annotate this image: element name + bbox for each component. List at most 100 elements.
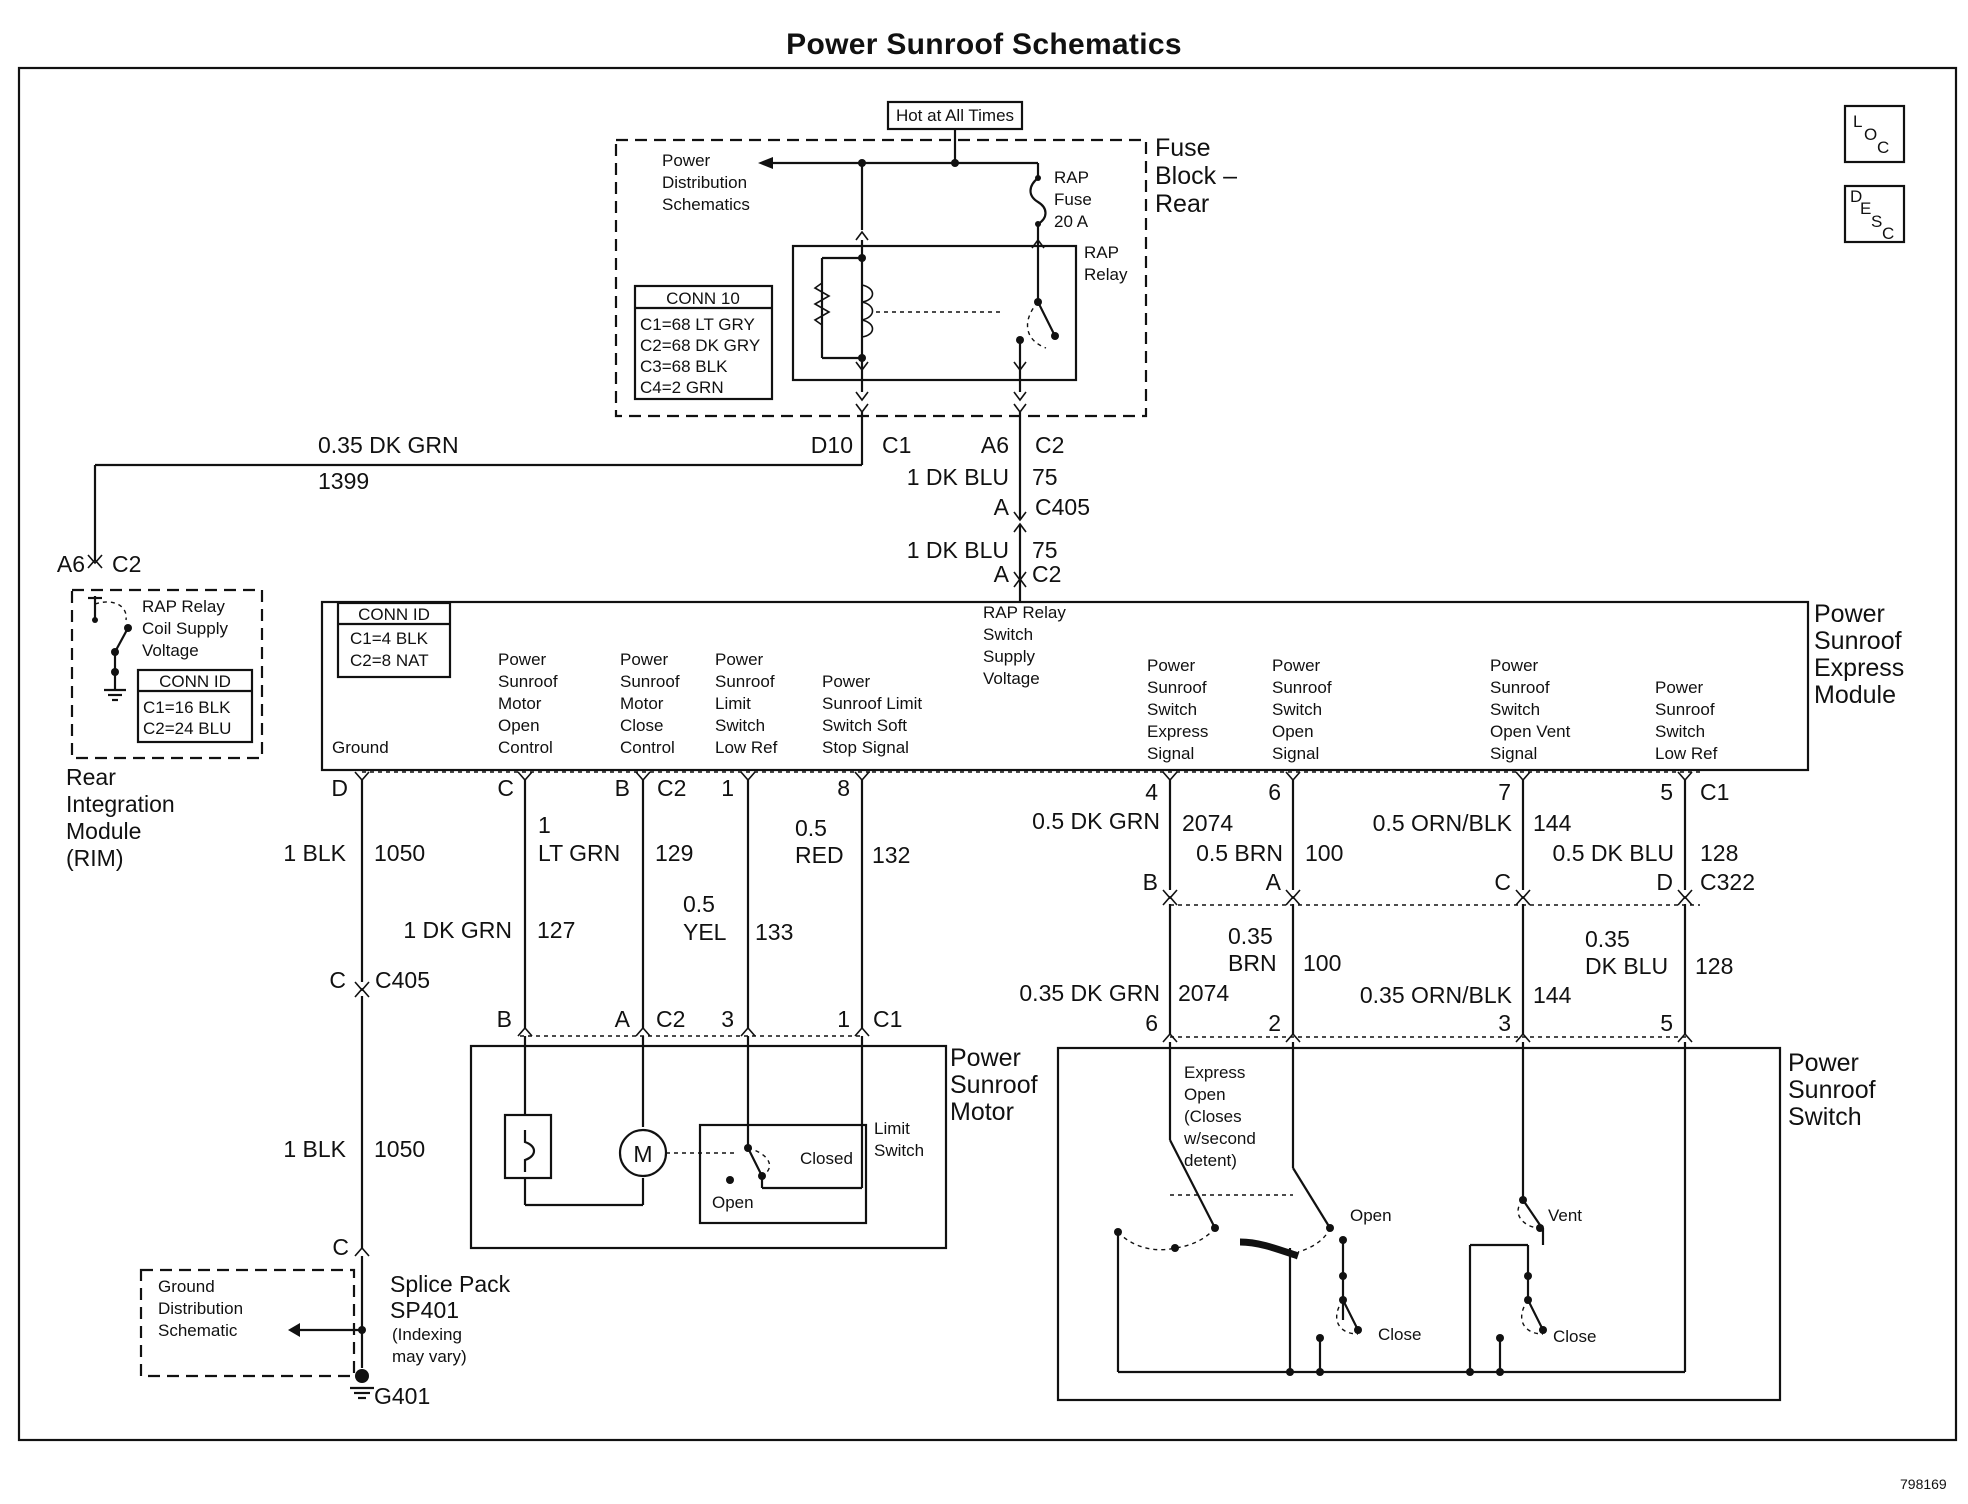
svg-text:0.35: 0.35 [1585,926,1630,952]
power-distribution-label: Power Distribution Schematics [662,151,752,214]
svg-text:A: A [615,1006,631,1032]
svg-text:RAP Relay Switch Suppl: RAP Relay Switch Supply Voltage [983,603,1071,688]
svg-text:128: 128 [1700,840,1738,866]
g401-label: G401 [374,1383,430,1409]
svg-text:0.5: 0.5 [795,815,827,841]
svg-text:1050: 1050 [374,1136,425,1162]
svg-text:YEL: YEL [683,919,727,945]
svg-text:Power Sunroof Switch: Power Sunroof Switch Open Signal [1272,656,1336,763]
svg-text:75: 75 [1032,537,1058,563]
svg-text:D10: D10 [811,432,853,458]
svg-text:0.5 DK BLU: 0.5 DK BLU [1553,840,1674,866]
svg-text:C2: C2 [112,551,141,577]
svg-text:A6: A6 [57,551,85,577]
svg-text:C405: C405 [1035,494,1090,520]
svg-text:0.5 DK GRN: 0.5 DK GRN [1032,808,1160,834]
svg-text:75: 75 [1032,464,1058,490]
svg-text:CONN ID: CONN ID [358,605,430,624]
wire-lines [360,780,1687,1248]
svg-text:A: A [994,561,1010,587]
svg-text:S: S [1871,212,1882,231]
svg-text:C1=16 BLK C2=24 BLU: C1=16 BLK C2=24 BLU [143,698,235,738]
rap-relay-label: RAP Relay [1084,243,1128,284]
rim-outline [70,588,264,760]
sunroof-switch-box [1056,1046,1782,1402]
svg-text:Close: Close [1378,1325,1421,1344]
svg-text:127: 127 [537,917,575,943]
fuse-block-outline [614,138,1148,418]
wire-1399: 1399 [318,468,369,494]
svg-text:RED: RED [795,842,844,868]
conn10-rows: C1=68 LT GRY C2=68 DK GRY C3=68 BLK C4=2… [640,315,765,397]
sunroof-switch-name: Power Sunroof Switch [1788,1049,1883,1131]
svg-text:B: B [497,1006,512,1032]
loc-icon[interactable]: L O C [1843,104,1906,164]
svg-text:8: 8 [837,775,850,801]
svg-text:C1: C1 [873,1006,902,1032]
ground-distribution-outline [139,1268,356,1378]
page-title: Power Sunroof Schematics [786,28,1182,61]
svg-text:C: C [1882,224,1894,243]
limit-switch-label: Limit Switch [874,1119,924,1160]
express-open-label: Express Open (Closes w/second detent) [1183,1063,1261,1170]
svg-text:0.5: 0.5 [683,891,715,917]
fuse-icon [1029,177,1047,225]
svg-text:LT GRN: LT GRN [538,840,620,866]
svg-text:100: 100 [1303,950,1341,976]
svg-text:CONN 10: CONN 10 [666,289,740,308]
svg-text:Power Sunroof Limit: Power Sunroof Limit Switch Low Ref [715,650,779,757]
svg-text:1050: 1050 [374,840,425,866]
figure-code: 798169 [1900,1476,1947,1492]
svg-text:O: O [1864,125,1877,144]
svg-text:2: 2 [1268,1010,1281,1036]
svg-text:144: 144 [1533,982,1572,1008]
svg-text:129: 129 [655,840,693,866]
svg-text:E: E [1860,199,1871,218]
svg-text:1: 1 [837,1006,850,1032]
desc-icon[interactable]: D E S C [1843,184,1906,244]
svg-text:6: 6 [1145,1010,1158,1036]
rap-relay-box [791,244,1078,382]
svg-text:1 DK BLU: 1 DK BLU [907,537,1009,563]
rim-relay-label: RAP Relay Coil Supply Voltage [142,597,233,660]
svg-text:C322: C322 [1700,869,1755,895]
svg-text:C: C [329,967,346,993]
svg-text:0.35: 0.35 [1228,923,1273,949]
svg-text:5: 5 [1660,779,1673,805]
svg-text:0.35 ORN/BLK: 0.35 ORN/BLK [1360,982,1513,1008]
svg-text:A: A [1266,869,1282,895]
sunroof-motor-name: Power Sunroof Motor [950,1044,1045,1126]
svg-text:1 BLK: 1 BLK [283,1136,346,1162]
limit-switch-box [698,1123,868,1225]
svg-text:Power Sunroof Motor: Power Sunroof Motor Open Control [498,650,562,757]
arrow-left-icon [288,1323,300,1337]
svg-text:C: C [497,775,514,801]
svg-text:2074: 2074 [1178,980,1229,1006]
svg-text:Power Sunroof Switch: Power Sunroof Switch Low Ref [1655,678,1719,763]
svg-text:B: B [615,775,630,801]
svg-text:BRN: BRN [1228,950,1277,976]
conn10-table [633,284,774,401]
svg-text:1 DK BLU: 1 DK BLU [907,464,1009,490]
svg-text:C1=4 BLK C2=8 NAT: C1=4 BLK C2=8 NAT [350,629,433,670]
circuit-breaker-box [503,1113,553,1180]
svg-text:C: C [332,1234,349,1260]
svg-text:5: 5 [1660,1010,1673,1036]
svg-text:C: C [1877,138,1889,157]
svg-text:0.5 BRN: 0.5 BRN [1196,840,1283,866]
rim-conn-table [136,668,254,744]
svg-text:C1: C1 [1700,779,1729,805]
svg-text:C: C [1494,869,1511,895]
svg-text:C2: C2 [657,775,686,801]
svg-text:C405: C405 [375,967,430,993]
arrow-left-icon [758,157,773,169]
svg-text:1 BLK: 1 BLK [283,840,346,866]
svg-text:DK BLU: DK BLU [1585,953,1668,979]
express-module-box [320,600,1810,772]
svg-text:C2: C2 [1035,432,1064,458]
express-contact-bar [1239,1238,1300,1260]
svg-text:M: M [633,1141,652,1167]
svg-text:CONN ID: CONN ID [159,672,231,691]
svg-text:0.5 ORN/BLK: 0.5 ORN/BLK [1373,810,1513,836]
